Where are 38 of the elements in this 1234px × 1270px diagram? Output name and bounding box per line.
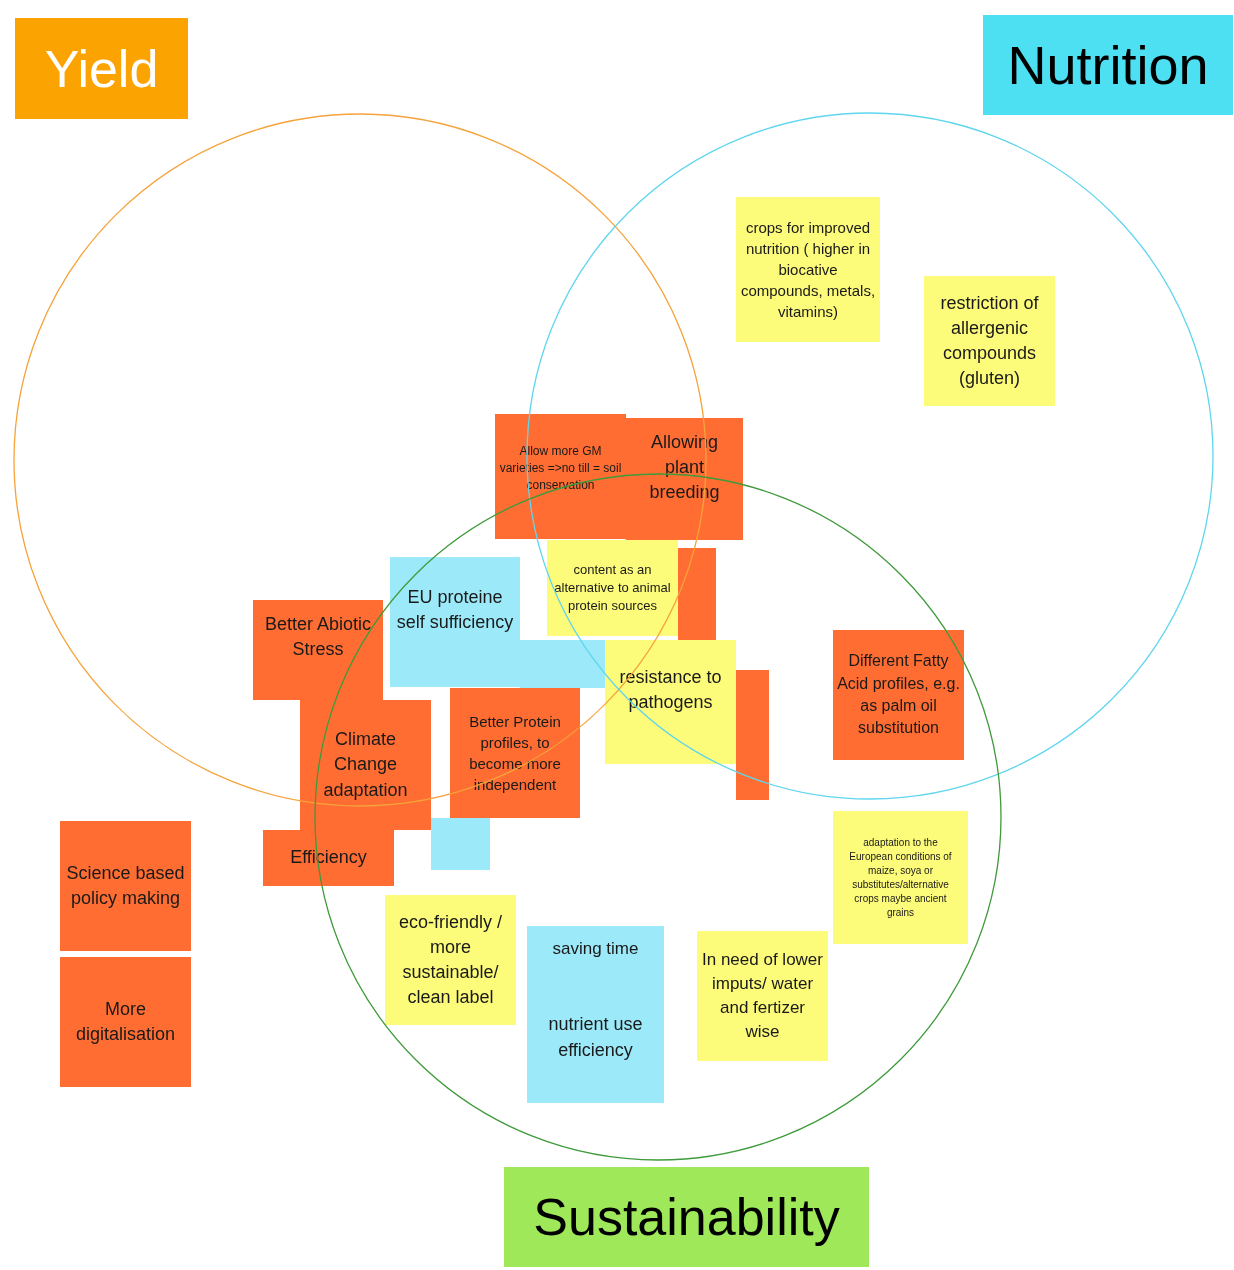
note-text: Nutrition (1007, 38, 1209, 92)
sticky-note (833, 811, 968, 944)
note-text: Different Fatty Acid profiles, e.g. as palm oil substitution (837, 651, 960, 739)
note-text: resistance to pathogens (618, 665, 723, 714)
title-label (504, 1167, 869, 1267)
sticky-note (833, 630, 964, 760)
note-text: saving time (552, 938, 639, 961)
sticky-note (924, 276, 1055, 406)
sticky-note (520, 640, 605, 688)
sticky-note (527, 926, 664, 972)
note-text: EU proteine self sufficiency (395, 585, 515, 634)
sticky-note (390, 557, 520, 687)
sticky-note (678, 548, 716, 640)
sticky-note (736, 670, 769, 800)
note-text: Allowing plant breeding (648, 431, 721, 505)
note-text: Science based policy making (65, 861, 186, 910)
note-text: Better Protein profiles, to become more independent (468, 712, 562, 795)
sticky-note (605, 640, 736, 764)
note-text: crops for improved nutrition ( higher in biocative compounds, metals, vitamins) (740, 218, 876, 322)
note-text: adaptation to the European conditions of maize, soya or substitutes/alternative crops maybe ancient grains (848, 835, 953, 920)
sticky-note (527, 972, 664, 1103)
sticky-note (385, 895, 516, 1025)
sticky-note (697, 931, 828, 1061)
title-label (15, 18, 188, 119)
sticky-note (60, 821, 191, 951)
sticky-note (736, 197, 880, 342)
note-text: In need of lower imputs/ water and fertizer wise (701, 949, 824, 1043)
title-label (983, 15, 1233, 115)
sticky-note (60, 957, 191, 1087)
note-text: content as an alternative to animal protein sources (553, 561, 672, 615)
note-text: More digitalisation (74, 997, 177, 1046)
note-text: nutrient use efficiency (547, 1013, 644, 1062)
note-text: Climate Change adaptation (322, 728, 409, 802)
note-text: eco-friendly / more sustainable/ clean label (397, 910, 503, 1010)
note-text: Better Abiotic Stress (263, 613, 373, 662)
sticky-note (547, 540, 678, 636)
note-text: restriction of allergenic compounds (gluten) (939, 291, 1040, 391)
note-text: Yield (44, 42, 159, 95)
